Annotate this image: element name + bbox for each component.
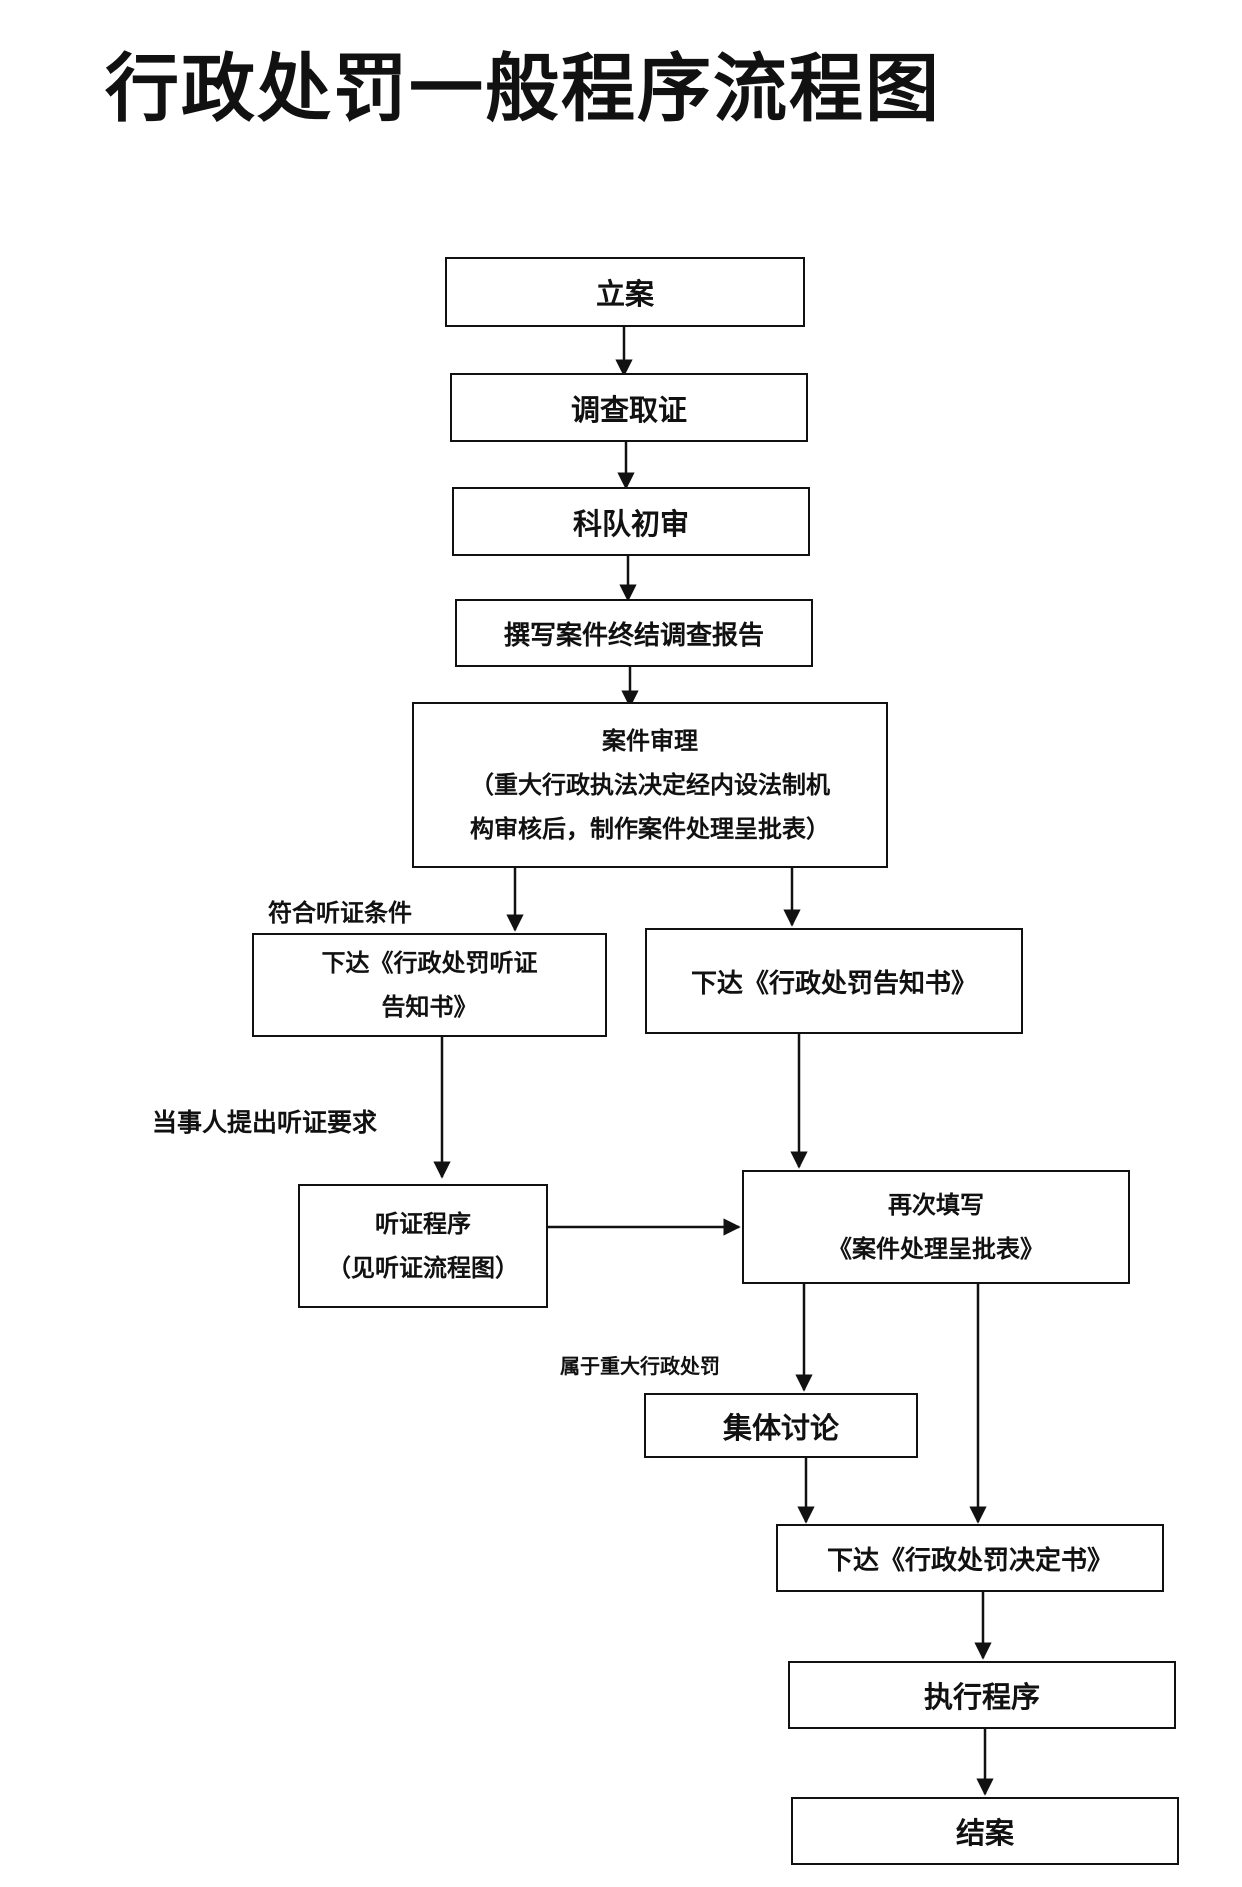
node-trial: 案件审理 （重大行政执法决定经内设法制机 构审核后，制作案件处理呈批表）	[412, 702, 888, 868]
node-hearing-notice-line-2: 告知书》	[381, 993, 478, 1021]
node-close: 结案	[791, 1797, 1179, 1865]
page-title: 行政处罚一般程序流程图	[105, 46, 941, 132]
node-report: 撰写案件终结调查报告	[455, 599, 813, 667]
node-trial-line-2: （重大行政执法决定经内设法制机	[470, 771, 830, 799]
node-trial-line-3: 构审核后，制作案件处理呈批表）	[470, 815, 830, 843]
edge-label-hearing-condition: 符合听证条件	[268, 899, 412, 927]
node-register: 立案	[445, 257, 805, 327]
node-trial-line-1: 案件审理	[602, 727, 698, 755]
node-refill-line-2: 《案件处理呈批表》	[828, 1235, 1044, 1263]
node-hearing-procedure: 听证程序 （见听证流程图）	[298, 1184, 548, 1308]
node-penalty-notice: 下达《行政处罚告知书》	[645, 928, 1023, 1034]
node-collective: 集体讨论	[644, 1393, 918, 1458]
edge-label-major-penalty: 属于重大行政处罚	[560, 1354, 720, 1378]
node-hearing-notice: 下达《行政处罚听证 告知书》	[252, 933, 607, 1037]
node-refill: 再次填写 《案件处理呈批表》	[742, 1170, 1130, 1284]
node-hearing-notice-line-1: 下达《行政处罚听证	[321, 949, 538, 977]
node-refill-line-1: 再次填写	[888, 1191, 984, 1219]
node-hearing-procedure-line-1: 听证程序	[375, 1210, 471, 1238]
node-hearing-procedure-line-2: （见听证流程图）	[327, 1254, 519, 1282]
node-decision: 下达《行政处罚决定书》	[776, 1524, 1164, 1592]
node-investigate: 调查取证	[450, 373, 808, 442]
node-execute: 执行程序	[788, 1661, 1176, 1729]
edge-label-party-request: 当事人提出听证要求	[152, 1108, 378, 1137]
node-preliminary: 科队初审	[452, 487, 810, 556]
